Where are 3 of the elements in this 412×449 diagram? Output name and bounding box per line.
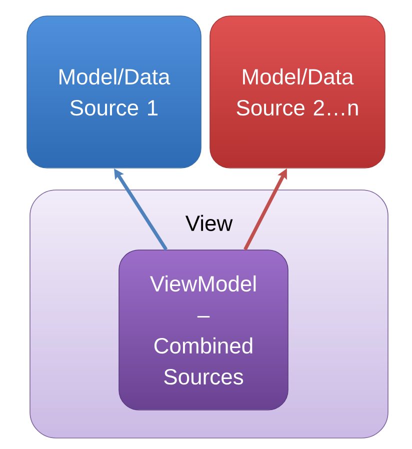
rounded-box: Model/Data Source 1 <box>26 16 202 168</box>
rounded-box: Model/Data Source 2…n <box>210 16 386 168</box>
rounded-box: ViewModel – Combined Sources <box>118 250 288 410</box>
